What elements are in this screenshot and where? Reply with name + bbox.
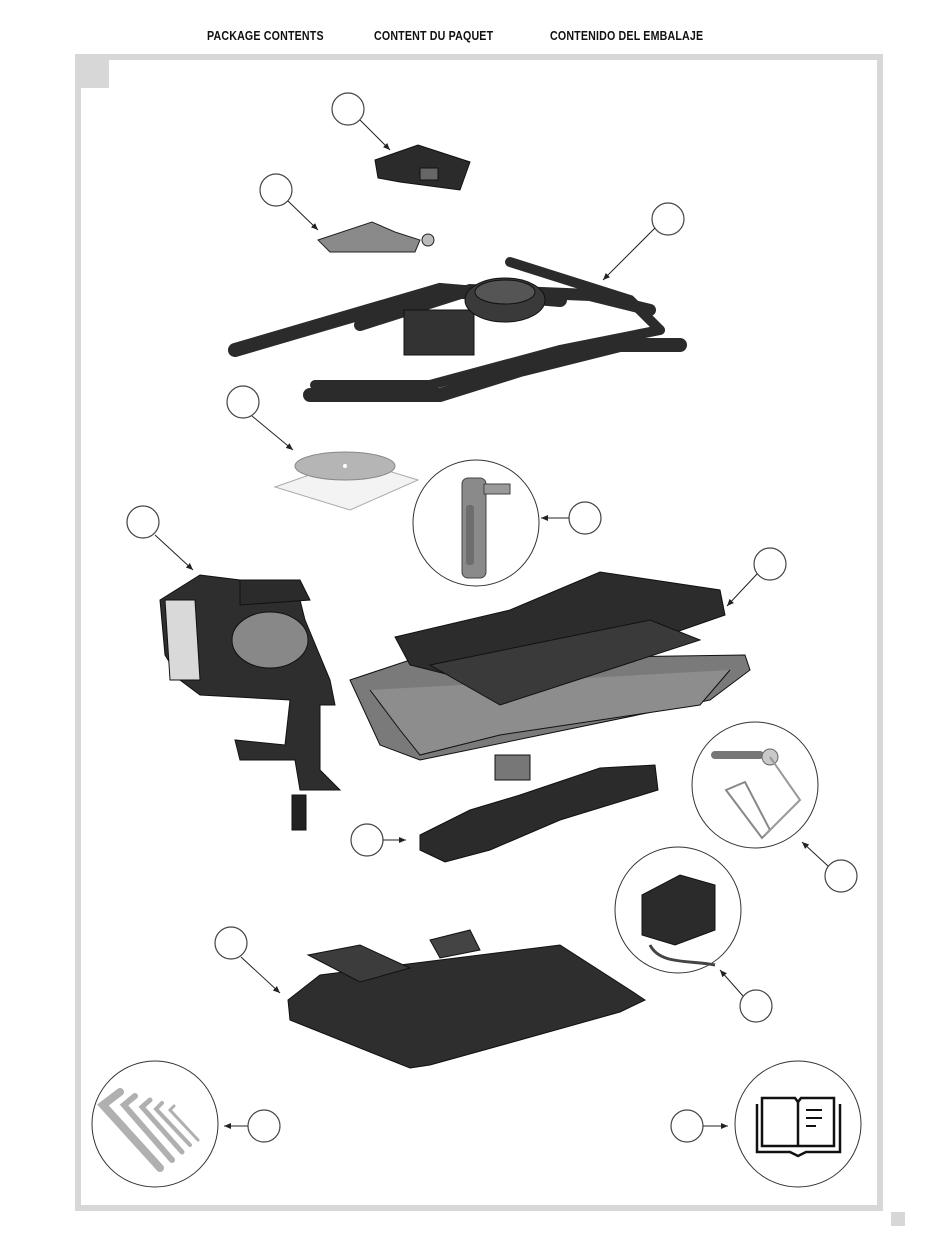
manual-book-icon — [735, 1061, 861, 1187]
callout-hex-keys — [248, 1110, 280, 1142]
callout-stand-frame — [652, 203, 684, 235]
callout-manual — [671, 1110, 703, 1142]
pump-icon — [615, 847, 741, 973]
callout-water-tray — [215, 927, 247, 959]
water-tray-icon — [288, 930, 645, 1068]
callout-saw-head — [127, 506, 159, 538]
saw-motor-icon — [160, 575, 340, 830]
callout-bracket — [332, 93, 364, 125]
miter-guide-icon — [318, 222, 434, 252]
sliding-table-icon — [350, 572, 750, 780]
stand-frame-icon — [235, 262, 680, 395]
callout-rod-clip — [825, 860, 857, 892]
tray-extension-icon — [420, 765, 658, 862]
callout-sliding-table — [754, 548, 786, 580]
rod-clip-icon — [692, 722, 818, 848]
callout-pump — [740, 990, 772, 1022]
hex-key-icon — [92, 1061, 218, 1187]
callout-wrench — [569, 502, 601, 534]
wrench-icon — [413, 460, 539, 586]
callout-blade — [227, 386, 259, 418]
callout-miter-guide — [260, 174, 292, 206]
callout-tray-extension — [351, 824, 383, 856]
bracket-icon — [375, 145, 470, 190]
blade-icon — [275, 452, 418, 510]
